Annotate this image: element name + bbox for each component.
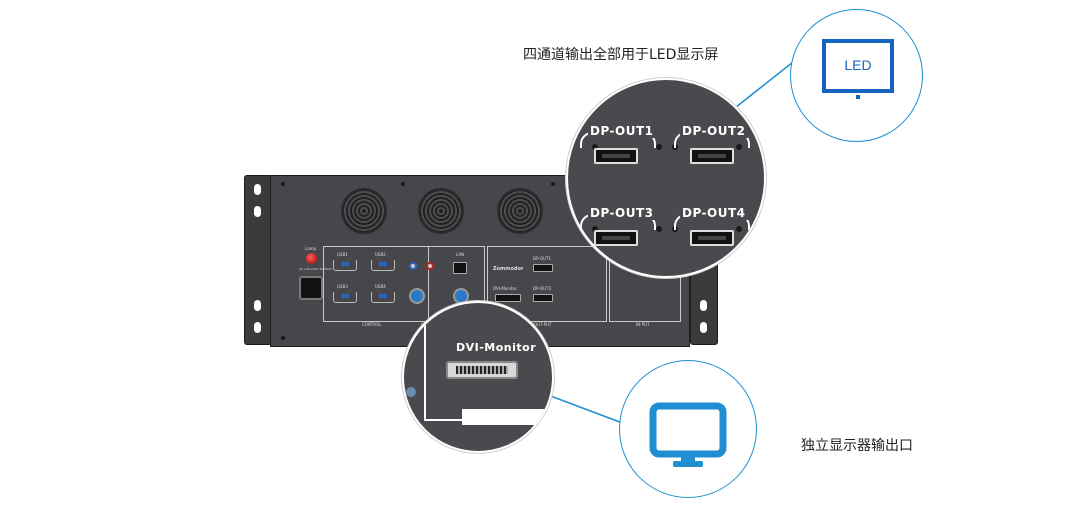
lamp-label: Lamp — [305, 246, 317, 251]
monitor-circle — [619, 360, 757, 498]
lamp-sub-label: AC 100-240V 50/60Hz — [299, 267, 333, 271]
dp-out1-port[interactable] — [594, 148, 638, 164]
dvi-small-label: DVI-Monitor — [493, 286, 517, 291]
dp-port-small[interactable] — [533, 294, 553, 302]
dp-out3-small-label: DP-OUT3 — [533, 286, 552, 291]
brand-label: Zommodor — [493, 266, 524, 272]
usb1-label: USB1 — [337, 252, 348, 257]
dp-output-zoom: DP-OUT1 DP-OUT2 DP-OUT3 DP-OUT4 — [566, 78, 766, 278]
dp-out2-label: DP-OUT2 — [680, 124, 748, 138]
audio-jack-edge — [406, 387, 416, 397]
lamp-indicator — [306, 253, 317, 264]
dvi-port[interactable] — [446, 361, 518, 379]
usb-port[interactable] — [371, 292, 395, 303]
xlr-connector[interactable] — [409, 288, 425, 304]
usb-port[interactable] — [371, 260, 395, 271]
left-rack-ear — [244, 175, 272, 345]
dp-out4-port[interactable] — [690, 230, 734, 246]
usb-port[interactable] — [333, 292, 357, 303]
monitor-icon — [649, 402, 727, 467]
output-panel: OUT-PUT — [487, 246, 607, 327]
usb-port[interactable] — [333, 260, 357, 271]
usb3-label: USB3 — [337, 284, 348, 289]
control-label: CONTROL — [360, 322, 384, 327]
led-callout-line — [725, 61, 794, 116]
dp-out1-label: DP-OUT1 — [588, 124, 656, 138]
dvi-monitor-label: DVI-Monitor — [456, 341, 537, 354]
dp-out1-small-label: DP-OUT1 — [533, 256, 552, 261]
led-caption: 四通道输出全部用于LED显示屏 — [523, 47, 719, 63]
white-label-strip — [462, 409, 552, 425]
dp-out3-port[interactable] — [594, 230, 638, 246]
fan-icon — [418, 188, 464, 234]
led-screen-icon: LED — [822, 39, 894, 93]
dp-out4-label: DP-OUT4 — [680, 206, 748, 220]
led-stand — [856, 95, 860, 99]
led-label: LED — [844, 57, 872, 73]
monitor-caption: 独立显示器输出口 — [801, 438, 913, 454]
dp-port-small[interactable] — [533, 264, 553, 272]
lan-port[interactable] — [453, 262, 467, 274]
monitor-callout-line — [547, 394, 626, 425]
dp-out3-label: DP-OUT3 — [588, 206, 656, 220]
led-screen-circle: LED — [790, 9, 923, 142]
audio-jack-red[interactable] — [426, 262, 434, 270]
dvi-monitor-zoom: DVI-Monitor — [402, 301, 554, 453]
fan-icon — [341, 188, 387, 234]
control-panel: CONTROL — [323, 246, 429, 327]
usb2-label: USB2 — [375, 252, 386, 257]
power-socket[interactable] — [299, 276, 323, 300]
input-label: IN-PUT — [634, 322, 652, 327]
lan-label: LAN — [456, 252, 465, 257]
fan-icon — [497, 188, 543, 234]
output-label: OUT-PUT — [532, 322, 554, 327]
dp-out2-port[interactable] — [690, 148, 734, 164]
audio-jack-blue[interactable] — [409, 262, 417, 270]
dvi-port-small[interactable] — [495, 294, 521, 302]
usb4-label: USB4 — [375, 284, 386, 289]
